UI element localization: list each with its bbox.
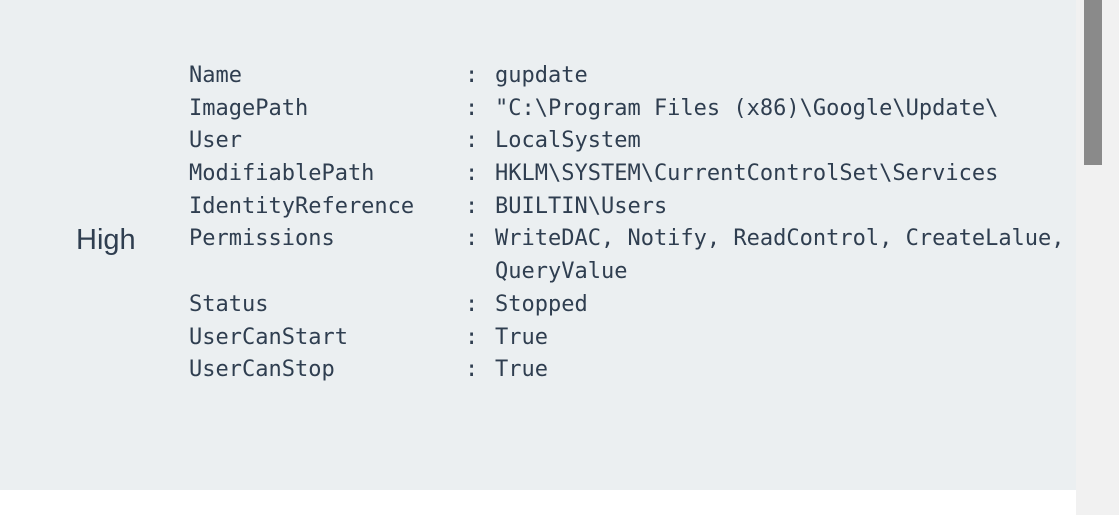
- property-row-imagepath: ImagePath : "C:\Program Files (x86)\Goog…: [189, 93, 1076, 126]
- property-value: "C:\Program Files (x86)\Google\Update\: [495, 95, 999, 121]
- service-properties: Name : gupdate ImagePath : "C:\Program F…: [189, 60, 1076, 387]
- result-panel: High Name : gupdate ImagePath : "C:\Prog…: [0, 0, 1076, 490]
- property-key: UserCanStop: [189, 357, 335, 383]
- property-value: WriteDAC, Notify, ReadControl, CreateLal…: [495, 226, 1065, 285]
- property-row-name: Name : gupdate: [189, 60, 1076, 93]
- property-separator: :: [465, 63, 479, 88]
- property-row-usercanstart: UserCanStart : True: [189, 322, 1076, 355]
- property-key: User: [189, 128, 242, 154]
- property-separator: :: [465, 193, 479, 219]
- property-separator: :: [465, 324, 479, 350]
- property-key: Status: [189, 291, 269, 317]
- vertical-scrollbar[interactable]: [1076, 0, 1119, 515]
- property-value: HKLM\SYSTEM\CurrentControlSet\Services: [495, 161, 999, 187]
- property-value: LocalSystem: [495, 128, 641, 154]
- property-key: ModifiablePath: [189, 161, 375, 187]
- property-key: UserCanStart: [189, 324, 348, 350]
- property-value: Stopped: [495, 291, 588, 317]
- property-key: Permissions: [189, 226, 335, 252]
- property-key: IdentityReference: [189, 193, 415, 219]
- property-separator: :: [465, 226, 479, 252]
- property-value: True: [495, 324, 548, 350]
- property-row-status: Status : Stopped: [189, 289, 1076, 322]
- property-separator: :: [465, 357, 479, 383]
- property-separator: :: [465, 161, 479, 187]
- property-row-modifiablepath: ModifiablePath : HKLM\SYSTEM\CurrentCont…: [189, 158, 1076, 191]
- property-key: Name: [189, 63, 242, 88]
- property-row-permissions: Permissions : WriteDAC, Notify, ReadCont…: [189, 223, 1076, 288]
- property-separator: :: [465, 291, 479, 317]
- severity-label: High: [76, 224, 136, 256]
- property-row-usercanstop: UserCanStop : True: [189, 354, 1076, 387]
- property-key: ImagePath: [189, 95, 309, 121]
- property-separator: :: [465, 95, 479, 121]
- property-value: BUILTIN\Users: [495, 193, 668, 219]
- property-value: gupdate: [495, 63, 588, 88]
- property-value: True: [495, 357, 548, 383]
- property-row-user: User : LocalSystem: [189, 125, 1076, 158]
- property-row-identityreference: IdentityReference : BUILTIN\Users: [189, 191, 1076, 224]
- scrollbar-thumb[interactable]: [1084, 0, 1102, 165]
- property-separator: :: [465, 128, 479, 154]
